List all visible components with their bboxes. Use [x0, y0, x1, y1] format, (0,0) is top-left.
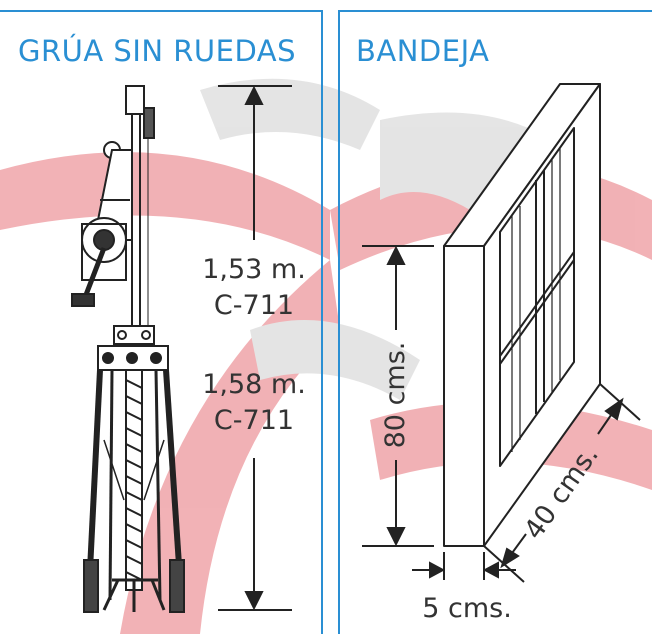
- upper-height-label: 1,53 m.: [202, 254, 306, 285]
- right-panel-frame: [338, 10, 652, 634]
- lower-height-label: 1,58 m.: [202, 369, 306, 400]
- lower-model-label: C-711: [213, 405, 295, 436]
- upper-model-label: C-711: [213, 290, 295, 321]
- tray-height-label: 80 cms.: [380, 341, 411, 449]
- left-panel-title: GRÚA SIN RUEDAS: [18, 34, 297, 68]
- right-panel-title: BANDEJA: [356, 34, 490, 68]
- tray-thickness-label: 5 cms.: [422, 593, 512, 624]
- left-panel-frame: [0, 10, 323, 634]
